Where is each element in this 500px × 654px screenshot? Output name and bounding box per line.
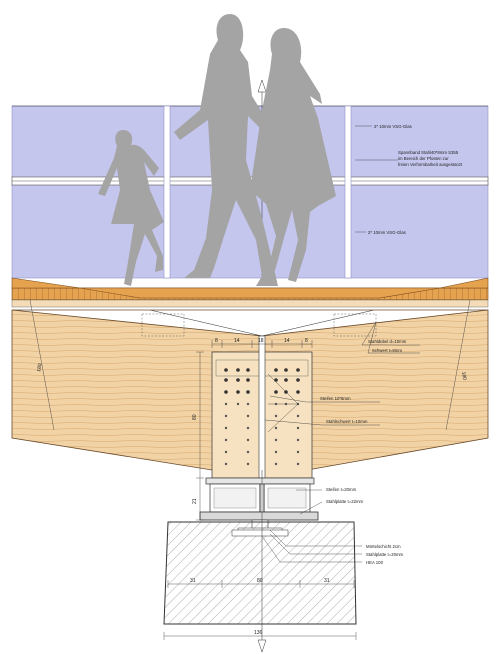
- dowel-hole: [296, 438, 300, 442]
- dowel-group: [224, 368, 300, 466]
- dowel-hole: [224, 402, 228, 406]
- steel-web: [258, 335, 266, 479]
- section-marker-bottom: [257, 639, 267, 653]
- post-left: [163, 105, 171, 279]
- dowel-hole: [246, 462, 250, 466]
- label-glass-bottom: 2* 10mm VSG-Glas: [368, 230, 406, 235]
- base-plate: [199, 511, 319, 521]
- people-silhouettes: [98, 14, 336, 286]
- dowel-hole: [246, 402, 250, 406]
- label-hea: HEA 100: [366, 560, 384, 565]
- label-spannband-1: Spannband Stahl40*8mm S355: [398, 150, 459, 155]
- post-right: [344, 105, 352, 279]
- dimension-lines: [163, 340, 357, 640]
- dowel-hole: [274, 390, 278, 394]
- label-spannband-3: freien Verformbarkeit ausgestanzt: [398, 162, 463, 167]
- annotation-labels: 2* 10mm VSG-Glas Spannband Stahl40*8mm S…: [320, 124, 463, 565]
- dowel-hole: [246, 414, 250, 418]
- dim-80: 80: [192, 414, 198, 420]
- dowel-hole: [224, 378, 228, 382]
- dim-left-slope: 180: [36, 363, 43, 372]
- dim-8b: 8: [305, 338, 308, 344]
- dowel-hole: [296, 378, 300, 382]
- dowel-hole: [296, 414, 300, 418]
- dim-14a: 14: [234, 338, 240, 344]
- dim-21: 21: [192, 498, 198, 504]
- concrete-pier: [163, 470, 357, 653]
- bearing-top-plate: [205, 477, 315, 485]
- dowel-hole: [274, 378, 278, 382]
- deck-assembly: [11, 277, 489, 308]
- dim-18: 18: [258, 338, 264, 344]
- dim-base-right: 31: [324, 578, 330, 584]
- dowel-hole: [224, 450, 228, 454]
- dowel-hole: [274, 368, 278, 372]
- dowel-hole: [224, 438, 228, 442]
- concrete-foundation: [163, 521, 357, 625]
- dowel-hole: [236, 390, 240, 394]
- dowel-hole: [246, 426, 250, 430]
- dowel-hole: [246, 368, 250, 372]
- child-silhouette: [98, 130, 164, 286]
- dowel-hole: [296, 426, 300, 430]
- deck-substructure: [11, 277, 489, 299]
- dowel-hole: [224, 462, 228, 466]
- dowel-hole: [246, 438, 250, 442]
- dowel-hole: [284, 368, 288, 372]
- dowel-hole: [224, 368, 228, 372]
- dim-14b: 14: [284, 338, 290, 344]
- woman-silhouette: [250, 28, 336, 282]
- label-stahlplatte-22: Stahlplatte t=22mm: [326, 499, 364, 504]
- dowel-hole: [224, 390, 228, 394]
- dowel-hole: [236, 368, 240, 372]
- leader-lines: [261, 125, 420, 563]
- dim-base-mid: 80: [257, 578, 263, 584]
- dim-total: 136: [254, 630, 263, 636]
- dowel-hole: [236, 402, 240, 406]
- dowel-hole: [296, 368, 300, 372]
- deck-lower-strip: [11, 299, 489, 308]
- label-moertel: Mörtelschicht 2cm: [366, 544, 401, 549]
- dim-8a: 8: [215, 338, 218, 344]
- dowel-hole: [246, 390, 250, 394]
- dowel-hole: [296, 462, 300, 466]
- dowel-hole: [274, 462, 278, 466]
- label-spannband-2: im Bereich der Pfosten zur: [398, 156, 449, 161]
- dowel-hole: [274, 450, 278, 454]
- dowel-hole: [236, 378, 240, 382]
- dowel-hole: [296, 450, 300, 454]
- label-stahlplatte-20: Stahlplatte t=20mm: [366, 552, 404, 557]
- dim-base-left: 31: [190, 578, 196, 584]
- steel-connection: [211, 335, 313, 479]
- man-silhouette: [174, 14, 278, 286]
- dowel-hole: [274, 414, 278, 418]
- dowel-hole: [274, 426, 278, 430]
- dowel-hole: [284, 378, 288, 382]
- label-steifen-10: Steifen 10*8mm: [320, 396, 351, 401]
- dowel-hole: [274, 438, 278, 442]
- dimension-values: 180 180 8 14 18 14 8 80 21 31 80 31 136: [36, 338, 467, 636]
- dowel-hole: [246, 378, 250, 382]
- label-glass-top: 2* 10mm VSG-Glas: [374, 124, 412, 129]
- label-stahlduebel: Stahldübel d=10mm: [368, 339, 407, 344]
- dim-right-slope: 180: [460, 371, 467, 380]
- dowel-hole: [246, 450, 250, 454]
- dowel-hole: [224, 414, 228, 418]
- label-schwert-8: Schwert t=8mm: [372, 348, 402, 353]
- section-marker-top: [257, 79, 267, 93]
- label-stahlschwert: Stahlschwert t=10mm: [326, 419, 368, 424]
- label-steifen-20: Steifen t=20mm: [326, 487, 357, 492]
- dowel-hole: [296, 390, 300, 394]
- dowel-hole: [224, 426, 228, 430]
